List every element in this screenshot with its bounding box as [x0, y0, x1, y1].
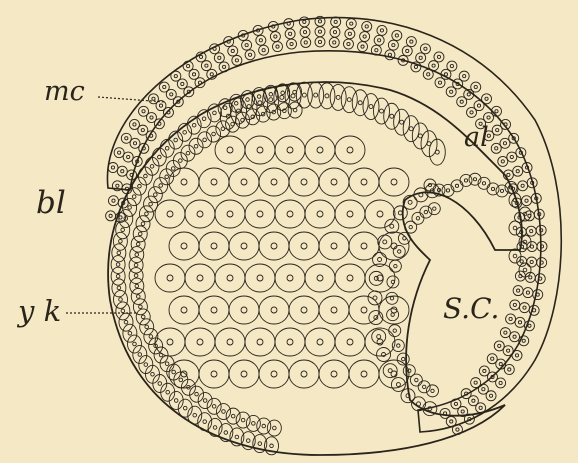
- label-al: al: [464, 122, 489, 153]
- label-yk: y k: [16, 294, 61, 328]
- label-bl: bl: [36, 185, 66, 221]
- label-mc: mc: [44, 76, 85, 107]
- label-sc: S.C.: [443, 292, 499, 325]
